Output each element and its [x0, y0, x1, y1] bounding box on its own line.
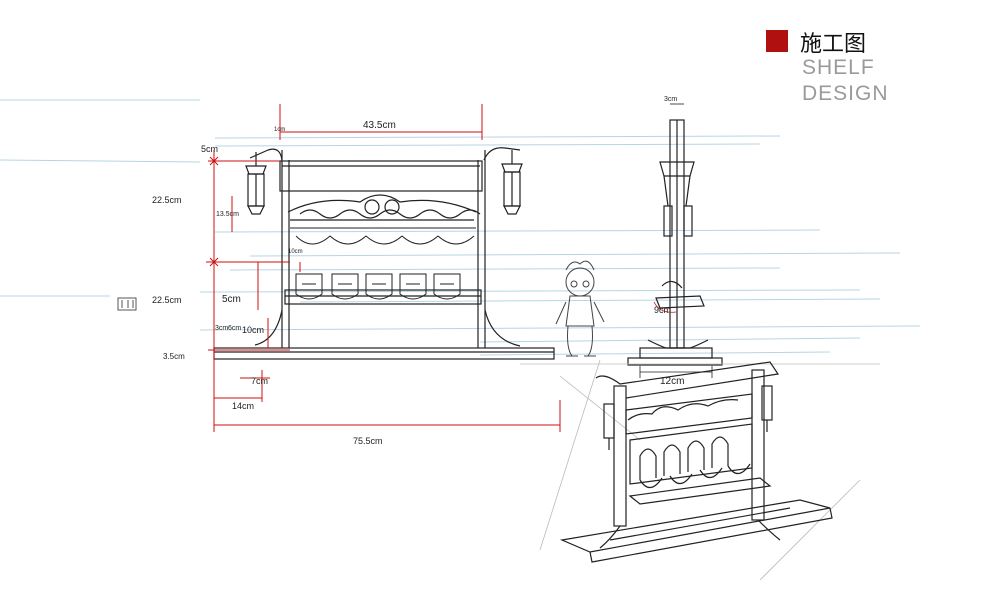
left-lantern [245, 152, 267, 215]
dim-foot-b: 6cm [228, 325, 241, 332]
side-bracket [655, 295, 705, 309]
mask-row [295, 273, 461, 300]
dim-shelf-gap: 5cm [222, 294, 241, 305]
guide-lines [0, 99, 921, 356]
page-title-chinese: 施工图 [800, 32, 867, 57]
dim-base-height: 3.5cm [163, 352, 185, 361]
dim-total-width: 75.5cm [353, 436, 383, 446]
page-title-english-line2: DESIGN [802, 82, 889, 105]
dim-post-width: 3cm [664, 96, 677, 103]
front-view [213, 147, 555, 360]
dim-foot-a: 3cm [215, 325, 228, 332]
dim-base-width: 12cm [660, 376, 684, 387]
side-dimension-lines [639, 103, 713, 378]
dim-bracket: 9cm [654, 305, 671, 315]
side-dimension-labels: 3cm 9cm 12cm [654, 96, 684, 387]
carved-panel [287, 194, 481, 221]
page-title-english-line1: SHELF [802, 56, 875, 79]
drape [290, 227, 476, 245]
dim-tier-gap: 10cm [242, 325, 264, 335]
dim-lower-height: 22.5cm [152, 295, 182, 305]
left-foot [254, 309, 283, 346]
top-beam [279, 160, 483, 192]
left-roof-end [249, 148, 283, 161]
right-roof-end [483, 147, 521, 161]
perspective-view [520, 359, 880, 581]
front-dimension-labels: 43.5cm 1cm 5cm 22.5cm 13.5cm 10cm 22.5cm… [152, 120, 396, 446]
right-foot [484, 309, 521, 347]
dim-panel-height: 13.5cm [216, 211, 239, 218]
character-sketch [555, 260, 605, 357]
dim-corner: 1cm [274, 127, 285, 133]
dim-roof-height: 5cm [201, 144, 218, 154]
dim-top-width: 43.5cm [363, 120, 396, 131]
dim-small-gap: 10cm [288, 249, 303, 255]
scribble-mark [117, 297, 137, 311]
side-base [647, 339, 709, 349]
dim-base-step: 14cm [232, 401, 254, 411]
shelf-board [284, 289, 482, 305]
dim-upper-height: 22.5cm [152, 195, 182, 205]
dim-foot-offset: 7cm [251, 376, 268, 386]
accent-square [766, 30, 788, 52]
front-dimension-lines [206, 104, 561, 432]
side-view [627, 119, 723, 366]
right-lantern [501, 150, 523, 215]
